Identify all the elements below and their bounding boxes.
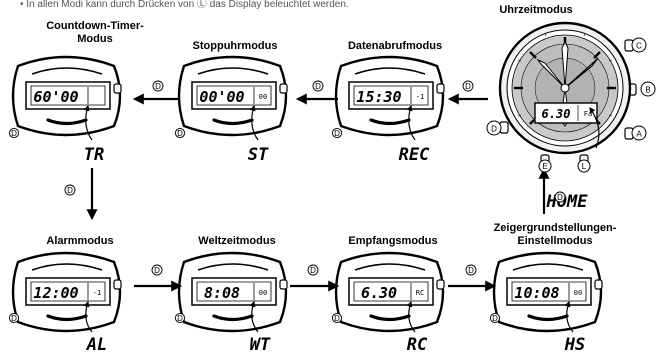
intro-text: • In allen Modi kann durch Drücken von Ⓛ… <box>20 0 349 10</box>
lcd-alarm-indicator: -1 <box>93 289 101 297</box>
title-receive: Empfangsmodus <box>348 235 438 247</box>
flow-arrows <box>86 93 550 292</box>
title-stopwatch: Stoppuhrmodus <box>192 40 278 52</box>
svg-text:B: B <box>645 86 650 95</box>
lcd-alarm-time: 12:00 <box>33 284 78 302</box>
watch-data-recall: 15:30 -1 <box>334 55 446 141</box>
svg-text:D: D <box>491 125 497 134</box>
arrow-d-labels: D D D D D D D D <box>64 80 566 276</box>
title-world-time: Weltzeitmodus <box>198 235 276 247</box>
svg-text:D: D <box>468 266 474 275</box>
svg-text:D: D <box>154 266 160 275</box>
lcd-data-recall-indicator: -1 <box>416 93 424 101</box>
code-world-time: WT <box>250 335 271 354</box>
watch-countdown: 60'00 <box>11 55 123 141</box>
code-alarm: AL <box>86 335 107 354</box>
button-label-a: A <box>631 125 647 141</box>
watch-receive: 6.30 RC <box>334 251 446 333</box>
title-hand-setting-line1: Zeigergrundstellungen- <box>493 222 617 234</box>
button-label-e: E <box>538 159 552 173</box>
button-label-c: C <box>631 37 647 53</box>
svg-text:D: D <box>310 266 316 275</box>
lcd-timekeeping-indicator: Fa <box>584 110 592 118</box>
title-alarm: Alarmmodus <box>46 235 114 247</box>
code-hand-setting: HS <box>564 335 585 354</box>
lcd-countdown-time: 60'00 <box>33 88 78 106</box>
svg-text:D: D <box>465 82 471 91</box>
svg-text:C: C <box>636 42 642 51</box>
svg-text:D: D <box>334 314 340 323</box>
svg-text:D: D <box>177 314 183 323</box>
svg-text:L: L <box>582 162 587 171</box>
svg-text:D: D <box>11 314 17 323</box>
lcd-world-time-indicator: 00 <box>259 289 267 297</box>
svg-text:D: D <box>557 193 563 202</box>
d-button-markers: D D D D D D D <box>8 127 501 324</box>
analog-watch-timekeeping: 6.30 Fa C B A D E L <box>486 21 656 173</box>
title-hand-setting-line2: Einstellmodus <box>517 235 593 247</box>
svg-text:E: E <box>542 162 547 171</box>
svg-text:D: D <box>315 82 321 91</box>
svg-text:D: D <box>67 186 73 195</box>
lcd-receive-time: 6.30 <box>361 284 397 302</box>
button-label-l: L <box>577 159 591 173</box>
lcd-stopwatch-indicator: 00 <box>259 93 267 101</box>
title-timekeeping: Uhrzeitmodus <box>499 4 573 16</box>
code-data-recall: REC <box>399 145 430 165</box>
svg-text:D: D <box>334 129 340 138</box>
svg-text:D: D <box>11 129 17 138</box>
button-label-d: D <box>486 120 502 136</box>
button-label-b: B <box>640 81 656 97</box>
watch-world-time: 8:08 00 <box>177 251 289 333</box>
code-timekeeping: HOME <box>546 192 589 212</box>
title-data-recall: Datenabrufmodus <box>347 40 443 52</box>
title-countdown-line1: Countdown-Timer- <box>46 20 144 32</box>
watch-stopwatch: 00'00 00 <box>177 55 289 141</box>
code-countdown: TR <box>84 145 104 165</box>
watch-hand-setting: 10:08 00 <box>492 251 604 333</box>
lcd-data-recall-time: 15:30 <box>356 88 401 106</box>
svg-text:D: D <box>492 314 498 323</box>
lcd-world-time-time: 8:08 <box>204 284 240 302</box>
lcd-hand-setting-time: 10:08 <box>514 284 559 302</box>
lcd-stopwatch-time: 00'00 <box>199 88 244 106</box>
watch-alarm: 12:00 -1 <box>11 251 123 333</box>
svg-text:D: D <box>177 129 183 138</box>
code-stopwatch: ST <box>248 145 269 165</box>
lcd-receive-indicator: RC <box>416 289 424 297</box>
svg-text:A: A <box>636 130 642 139</box>
lcd-hand-setting-indicator: 00 <box>574 289 582 297</box>
title-countdown-line2: Modus <box>77 33 113 45</box>
svg-text:D: D <box>155 82 161 91</box>
code-receive: RC <box>407 335 428 354</box>
lcd-timekeeping-time: 6.30 <box>542 107 571 121</box>
